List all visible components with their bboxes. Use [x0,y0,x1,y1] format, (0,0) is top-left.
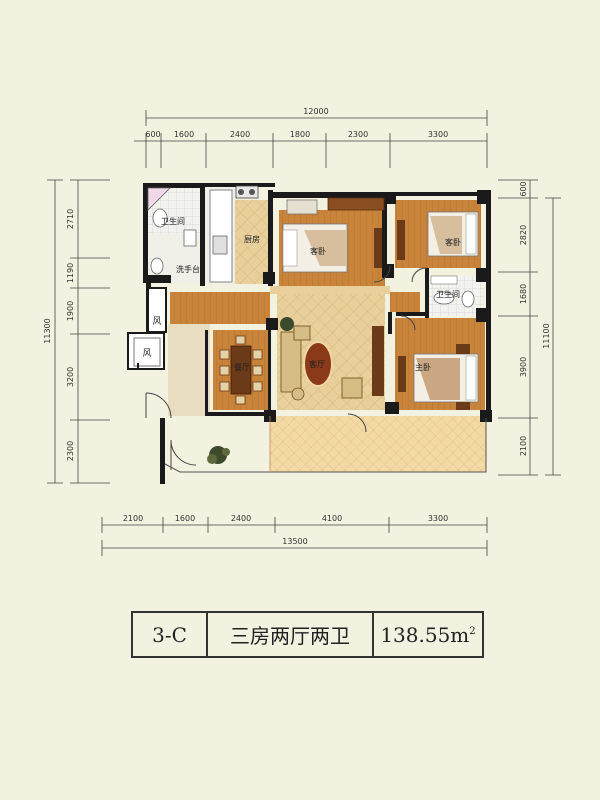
dim-top: 3300 [428,130,448,139]
guest-bedroom2-furniture [397,211,479,260]
label-washbasin: 洗手台 [176,264,200,274]
dim-top: 1800 [290,130,310,139]
floor-passage [270,286,390,294]
dim-bottom: 1600 [175,514,195,523]
dim-right-total: 11100 [542,323,551,348]
dim-left-total: 11300 [43,318,52,343]
label-guest-bedroom1: 客卧 [310,246,326,256]
floor-balcony [270,416,486,472]
label-wind-shaft1: 风 [152,316,161,327]
living-furniture [280,317,384,401]
bathroom2-fixtures [430,275,475,308]
dimension-lines [47,110,561,556]
dim-left: 3200 [66,367,75,387]
unit-area-value: 138.55m [380,622,470,647]
dim-top-total: 12000 [303,107,328,116]
floor-hall [168,324,210,416]
floor-corridor [170,292,270,324]
dim-right: 2820 [519,225,528,245]
wind-shafts [127,287,167,370]
label-bathroom2: 卫生间 [436,289,460,299]
dim-left: 1900 [66,301,75,321]
kitchen-fixtures [209,185,259,283]
room-labels: 卫生间 洗手台 厨房 客卧 客卧 卫生间 餐厅 客厅 主卧 风 风 [142,216,461,372]
bathroom1-fixtures [147,187,197,275]
dim-bottom: 2100 [123,514,143,523]
dim-right: 2100 [519,436,528,456]
dim-right: 600 [519,181,528,196]
dim-top: 2400 [230,130,250,139]
label-bathroom1: 卫生间 [161,216,185,226]
label-guest-bedroom2: 客卧 [445,237,461,247]
dim-bottom-total: 13500 [282,537,307,546]
dim-left: 2300 [66,441,75,461]
dim-right: 1680 [519,284,528,304]
dim-bottom: 4100 [322,514,342,523]
doors [145,253,427,470]
master-bedroom-furniture [398,344,479,410]
dim-top: 2300 [348,130,368,139]
unit-layout: 三房两厅两卫 [208,613,374,656]
guest-bedroom1-furniture [282,197,385,273]
dim-left: 1190 [66,263,75,283]
label-living: 客厅 [309,359,325,369]
dim-top: 600 [145,130,160,139]
unit-area-superscript: 2 [469,626,476,637]
dim-left: 2710 [66,209,75,229]
unit-type: 3-C [133,613,208,656]
dining-furniture [219,335,263,405]
balcony-plant [207,446,230,464]
floor-small [390,292,420,312]
label-dining: 餐厅 [234,363,250,372]
dim-top: 1600 [174,130,194,139]
label-master-bedroom: 主卧 [415,362,431,372]
dim-right: 3900 [519,357,528,377]
dimension-labels: 12000 600 1600 2400 1800 2300 3300 2100 … [43,107,551,546]
dim-bottom: 2400 [231,514,251,523]
dim-bottom: 3300 [428,514,448,523]
label-wind-shaft2: 风 [142,348,151,359]
floor-kitchen [235,200,271,284]
label-kitchen: 厨房 [244,234,260,244]
